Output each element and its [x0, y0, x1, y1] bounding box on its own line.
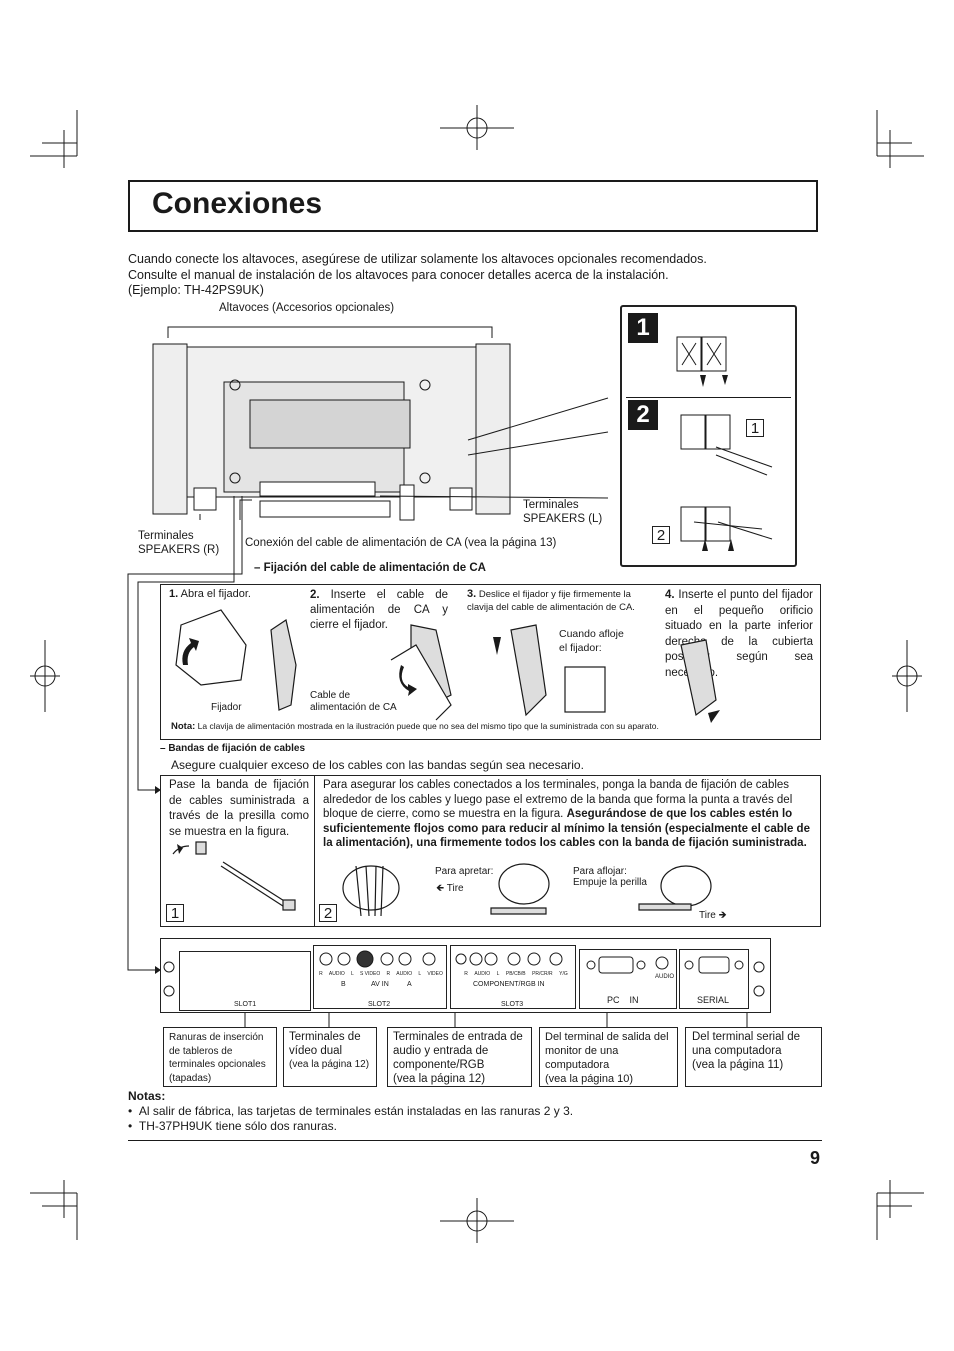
ac-note: Nota: La clavija de alimentación mostrad… — [171, 721, 659, 732]
cable-bands-heading: – Bandas de fijación de cables — [160, 743, 306, 754]
notes: Notas: • Al salir de fábrica, las tarjet… — [128, 1089, 573, 1134]
cable-band-illustration — [172, 841, 712, 917]
arrow-right-icon: 🡺 — [718, 910, 727, 921]
slot1-label: SLOT1 — [234, 1001, 257, 1008]
pc-in-label: PC IN — [607, 995, 639, 1005]
accessories-label: Altavoces (Accesorios opcionales) — [219, 302, 395, 314]
substep2-label: 2 — [652, 526, 670, 544]
slot3-name: COMPONENT/RGB IN — [473, 981, 545, 988]
cable-bands-left-text: Pase la banda de fijación de cables sumi… — [169, 779, 309, 838]
tv-rear-diagram — [152, 326, 609, 521]
page-title: Conexiones — [152, 187, 323, 220]
substep1-label: 1 — [746, 419, 764, 437]
intro-line-2: Consulte el manual de instalación de los… — [128, 267, 669, 282]
intro-text: Cuando conecte los altavoces, asegúrese … — [128, 252, 707, 299]
ac-step-2: 2. Inserte el cable de alimentación de C… — [310, 589, 448, 631]
loosen-label: Para aflojar: Empuje la perilla — [573, 866, 647, 888]
slot3-board — [450, 945, 576, 1009]
label-fijador: Fijador — [211, 702, 242, 713]
ac-fixing-box: 1. Abra el fijador. 2. Inserte el cable … — [160, 584, 821, 740]
pull2-label: Tire 🡺 — [699, 910, 727, 921]
slot1-cover — [179, 951, 311, 1011]
caption-component-rgb: Terminales de entrada de audio y entrada… — [387, 1027, 532, 1087]
pc-in-board — [579, 949, 677, 1009]
cable-bands-divider — [314, 776, 315, 926]
cable-bands-box: Pase la banda de fijación de cables sumi… — [160, 775, 821, 927]
label-loosen: Cuando afloje el fijador: — [559, 628, 624, 654]
terminal-panel: SLOT1 SLOT2 SLOT3 B AV IN A COMPONENT/RG… — [160, 938, 771, 1013]
slot2-board — [313, 945, 447, 1009]
intro-line-3: (Ejemplo: TH-42PS9UK) — [128, 283, 264, 297]
notes-heading: Notas: — [128, 1089, 166, 1103]
ac-step-3: 3. Deslice el fijador y fije firmemente … — [467, 588, 635, 613]
step1-badge: 1 — [628, 313, 658, 343]
note-item-1: • Al salir de fábrica, las tarjetas de t… — [128, 1104, 574, 1118]
speaker-steps-box: 1 2 1 2 — [620, 305, 797, 567]
slot2-av-label: AV IN — [371, 981, 389, 988]
slot2-a-label: A — [407, 981, 412, 988]
terminals-l-label: Terminales SPEAKERS (L) — [523, 499, 603, 525]
title-box: Conexiones — [128, 180, 818, 232]
slot3-label: SLOT3 — [501, 1001, 524, 1008]
caption-pc-monitor: Del terminal de salida del monitor de un… — [539, 1027, 678, 1087]
step-divider — [626, 397, 791, 398]
step2-badge: 2 — [628, 400, 658, 430]
note-item-2: • TH-37PH9UK tiene sólo dos ranuras. — [128, 1119, 337, 1133]
page-number: 9 — [809, 1148, 820, 1168]
intro-line-1: Cuando conecte los altavoces, asegúrese … — [128, 252, 707, 266]
terminal-connectors — [163, 950, 765, 997]
slot2-label: SLOT2 — [368, 1001, 391, 1008]
speaker-terminal-illustration — [676, 336, 773, 551]
pc-audio-label: AUDIO — [655, 974, 675, 980]
ac-step-1: 1. Abra el fijador. — [169, 588, 251, 600]
ac-fixing-illustration — [175, 609, 720, 723]
pull-label: 🡸 Tire — [436, 883, 464, 894]
caption-slots: Ranuras de inserción de tableros de term… — [163, 1027, 277, 1087]
caption-serial: Del terminal serial de una computadora (… — [685, 1027, 822, 1087]
caption-dual-video: Terminales de vídeo dual (vea la página … — [283, 1027, 377, 1087]
serial-board — [679, 949, 749, 1009]
ac-fixing-heading: – Fijación del cable de alimentación de … — [254, 562, 486, 574]
footer-rule — [128, 1140, 822, 1141]
band-step1-num: 1 — [166, 904, 184, 922]
tighten-label: Para apretar: — [435, 866, 494, 877]
ac-cable-connection-label: Conexión del cable de alimentación de CA… — [245, 537, 557, 549]
arrow-left-icon: 🡸 — [436, 883, 445, 894]
serial-label: SERIAL — [697, 995, 730, 1005]
cable-bands-subheading: Asegure cualquier exceso de los cables c… — [171, 758, 584, 772]
terminals-r-label: Terminales SPEAKERS (R) — [138, 530, 220, 556]
slot2-b-label: B — [341, 981, 346, 988]
cable-bands-right-text: Para asegurar los cables conectados a lo… — [323, 779, 810, 849]
label-cable-ca: Cable de alimentación de CA — [310, 690, 397, 713]
band-step2-num: 2 — [319, 904, 337, 922]
